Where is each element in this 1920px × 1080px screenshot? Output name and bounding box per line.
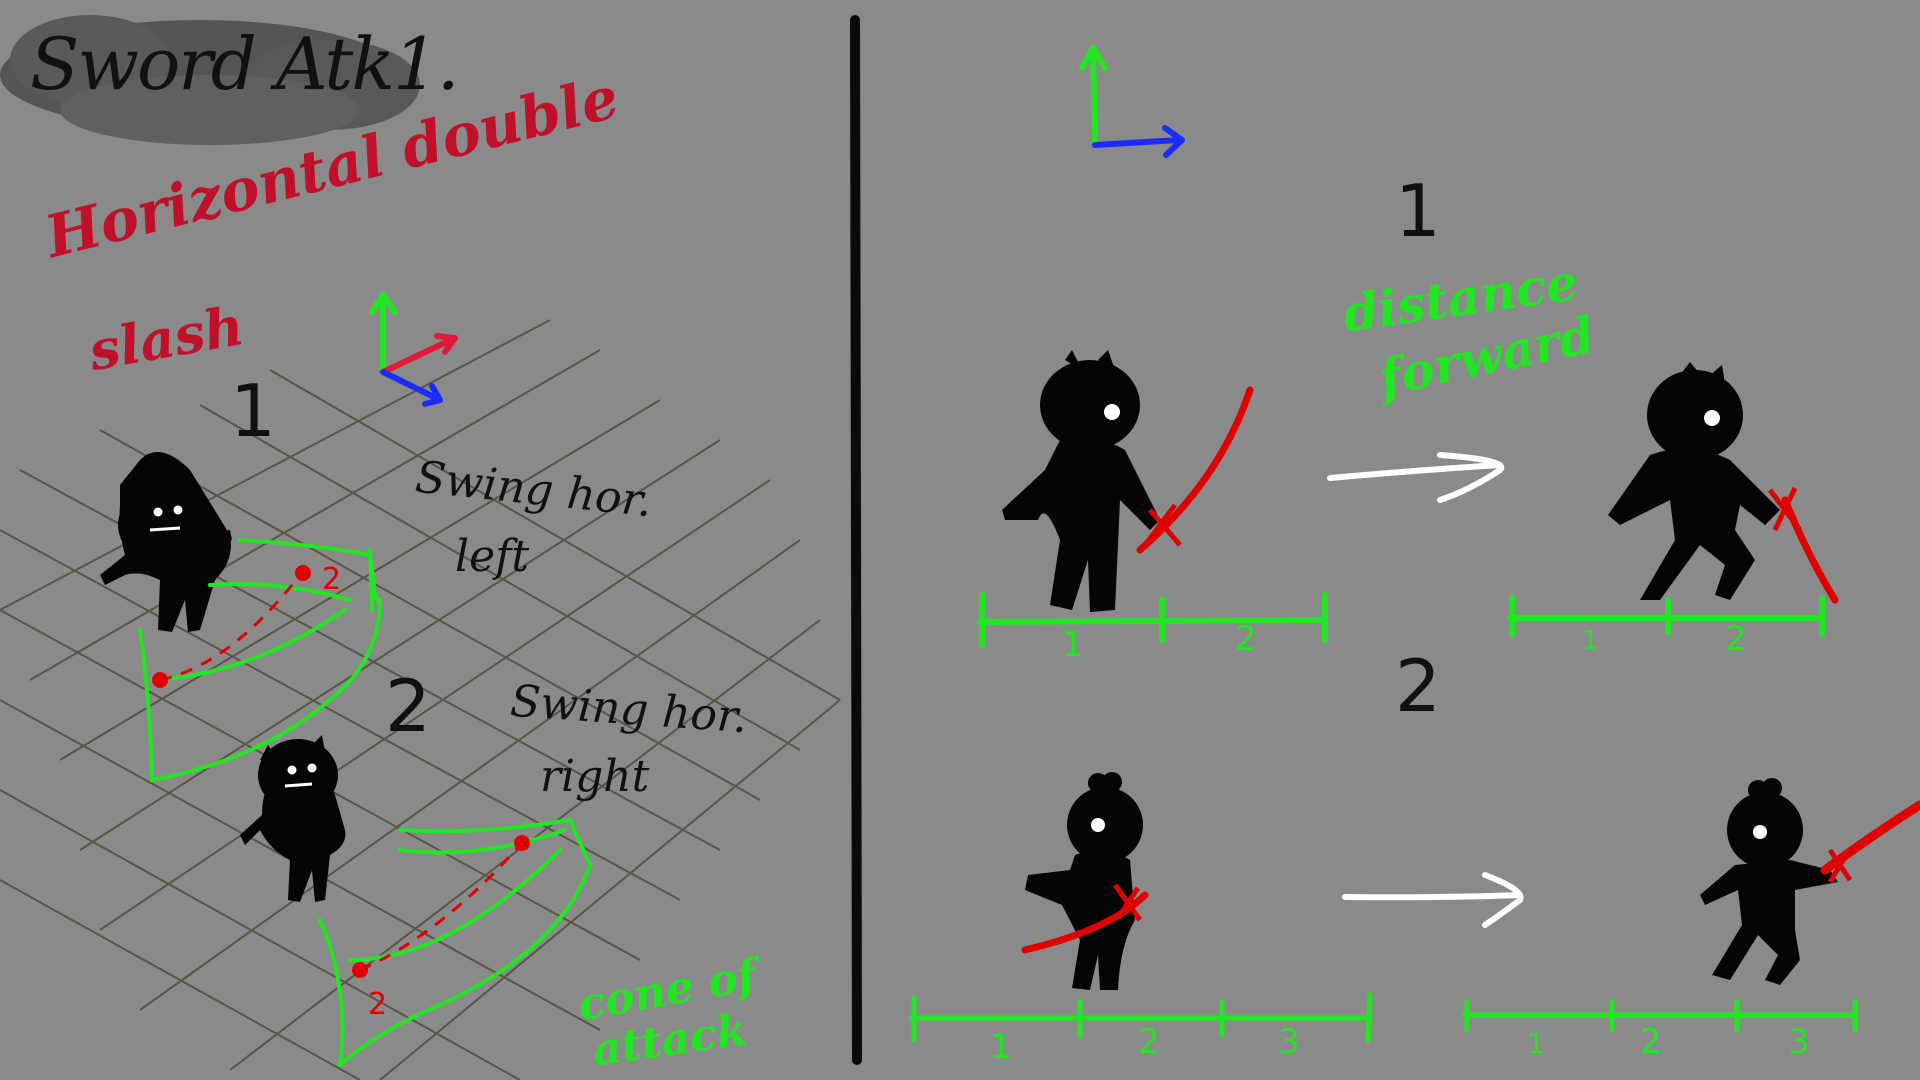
cone-2-end-dot [514,835,530,851]
ruler-1-after-tick-2: 2 [1725,619,1747,659]
ruler-2-after-tick-3: 3 [1788,1022,1810,1062]
sword-arc-r1a [1781,496,1839,604]
cone-1-start-dot [152,672,168,688]
page-title: Sword Atk1. [30,22,460,106]
left-step-2-note-line-2: right [540,751,650,802]
eye-r1b [1104,404,1120,420]
attack-cone-2-path [359,844,522,972]
character-right-1-before [1002,350,1160,612]
sword-arc-r2b [1021,891,1149,954]
left-step-1-number: 1 [230,369,276,453]
hit-mark-r1b [1143,503,1182,547]
ruler-1-after-tick-1: 1 [1582,626,1599,656]
character-left-2-face [284,763,317,788]
character-left-1 [100,452,232,632]
ruler-1-after [1507,595,1825,637]
left-step-2-number: 2 [385,664,431,748]
character-right-2-before [1025,772,1143,990]
ruler-1-before [977,592,1328,648]
ruler-2-before-tick-3: 3 [1278,1022,1300,1062]
cone-2-start-dot [352,962,368,978]
right-step-2-number: 2 [1395,644,1441,728]
left-step-1-note-line-2: left [455,531,530,582]
progress-arrow-1 [1327,452,1505,503]
ruler-2-before [909,992,1373,1043]
character-left-2 [240,735,346,902]
title-cloud [0,15,420,145]
ruler-1-before-tick-2: 2 [1235,619,1257,659]
cone-1-end-dot [295,565,311,581]
right-step-1-number: 1 [1395,169,1441,253]
character-right-2-after [1700,778,1838,985]
eye-r2b [1091,818,1105,832]
iso-grid [0,319,841,1080]
attack-cone-1 [138,538,382,783]
right-axis-gizmo [1079,45,1185,158]
hit-mark-r2a [1827,848,1853,884]
panel-divider [850,15,862,1065]
ruler-2-after-tick-1: 1 [1527,1027,1545,1060]
left-axis-gizmo [369,292,458,407]
character-left-1-face [149,505,183,532]
cone-2-mark: 2 [368,987,388,1022]
eye-r1a [1704,410,1720,426]
sword-arc-r1b [1136,386,1254,554]
progress-arrow-2 [1342,872,1524,928]
ruler-2-before-tick-1: 1 [990,1027,1012,1067]
ruler-2-before-tick-2: 2 [1138,1022,1160,1062]
ruler-1-before-tick-1: 1 [1062,625,1084,665]
ruler-2-after-tick-2: 2 [1640,1022,1662,1062]
attack-cone-2 [318,817,593,1067]
ruler-2-after [1462,999,1858,1033]
cone-1-mark: 2 [322,562,342,597]
hit-mark-r1a [1768,486,1802,532]
eye-r2a [1753,825,1767,839]
hit-mark-r2b [1112,883,1143,922]
character-right-1-after [1608,362,1780,600]
